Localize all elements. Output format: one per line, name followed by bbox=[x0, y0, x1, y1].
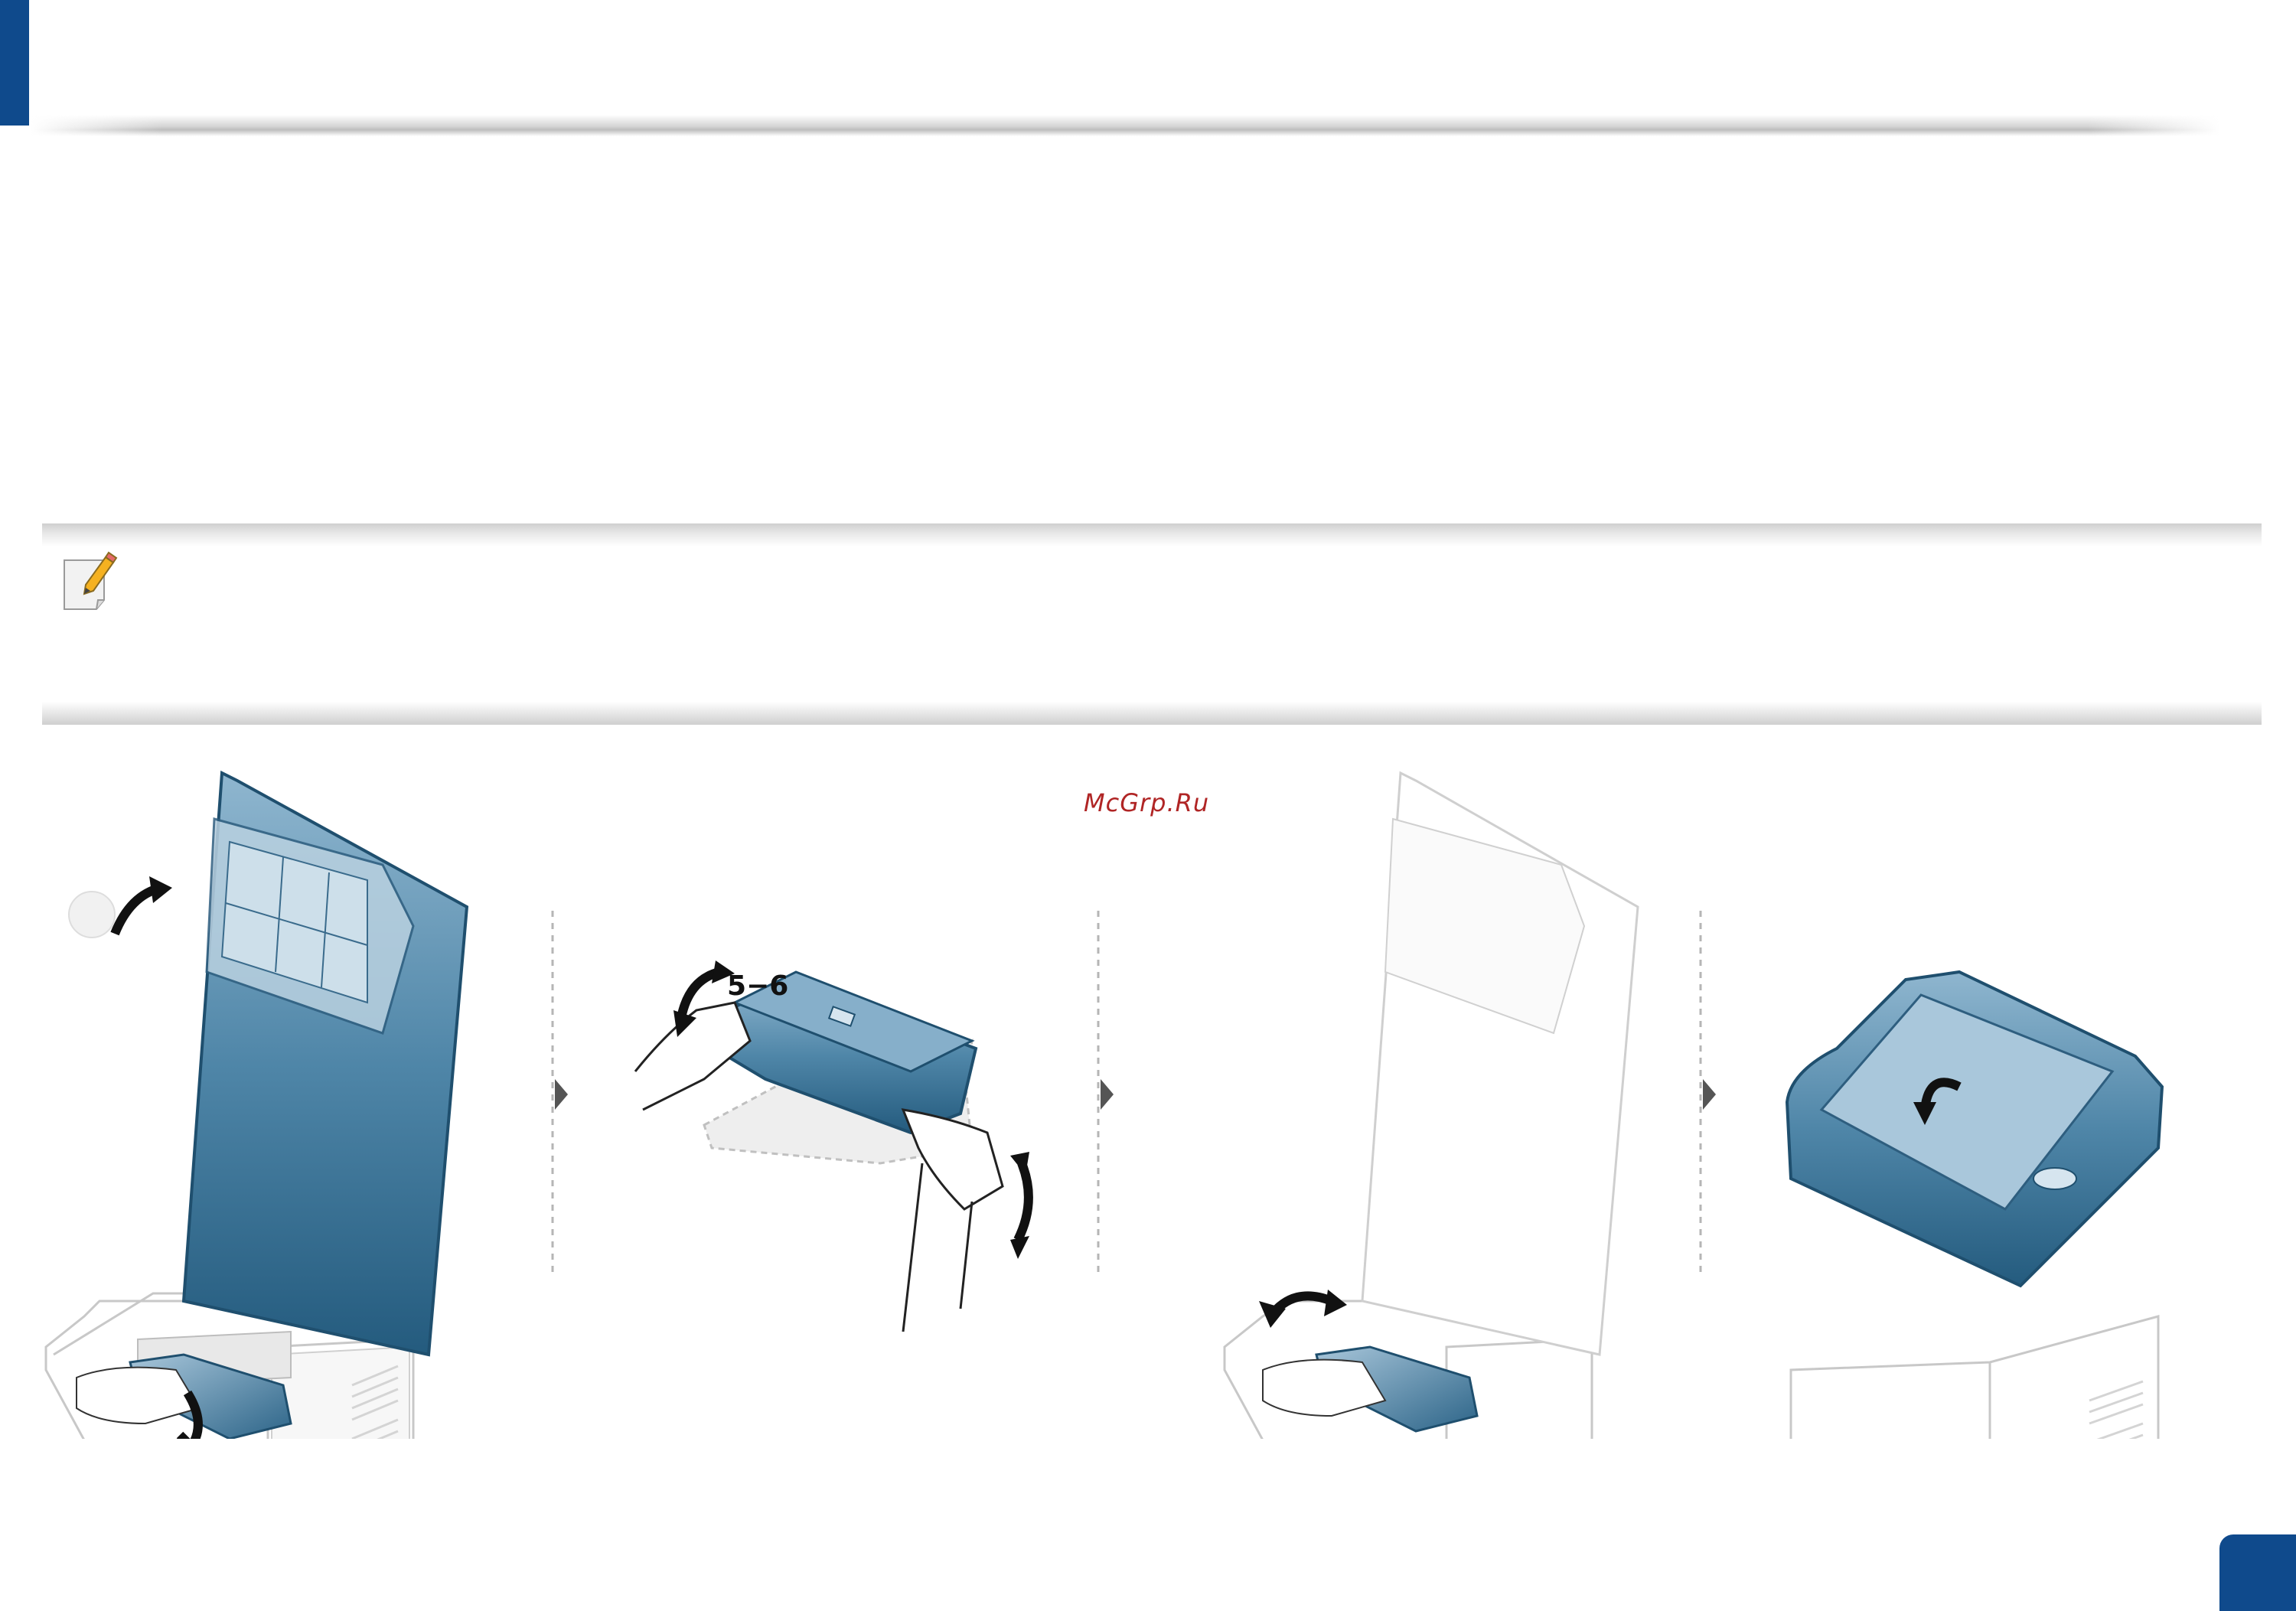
printer-close-cover-icon bbox=[1785, 970, 2164, 1439]
header-divider bbox=[31, 115, 2219, 136]
toner-shake-icon: 5−6 bbox=[634, 960, 1033, 1332]
toner-replacement-illustration: 5−6 bbox=[44, 770, 2164, 1439]
printer-open-cover-icon bbox=[44, 770, 469, 1439]
watermark-text: McGrp.Ru bbox=[1084, 788, 1210, 817]
shake-count-label: 5−6 bbox=[727, 970, 788, 1002]
note-box-top-bar bbox=[42, 523, 2262, 546]
step-arrow bbox=[1101, 1079, 1114, 1110]
note-box-bottom-bar bbox=[42, 702, 2262, 725]
page-number-badge bbox=[2219, 1534, 2296, 1611]
corner-tab bbox=[0, 0, 29, 126]
toner-insert-icon bbox=[1223, 771, 1639, 1439]
note-pencil-icon bbox=[64, 551, 118, 610]
step-arrow bbox=[1703, 1079, 1716, 1110]
step-arrow bbox=[555, 1079, 568, 1110]
